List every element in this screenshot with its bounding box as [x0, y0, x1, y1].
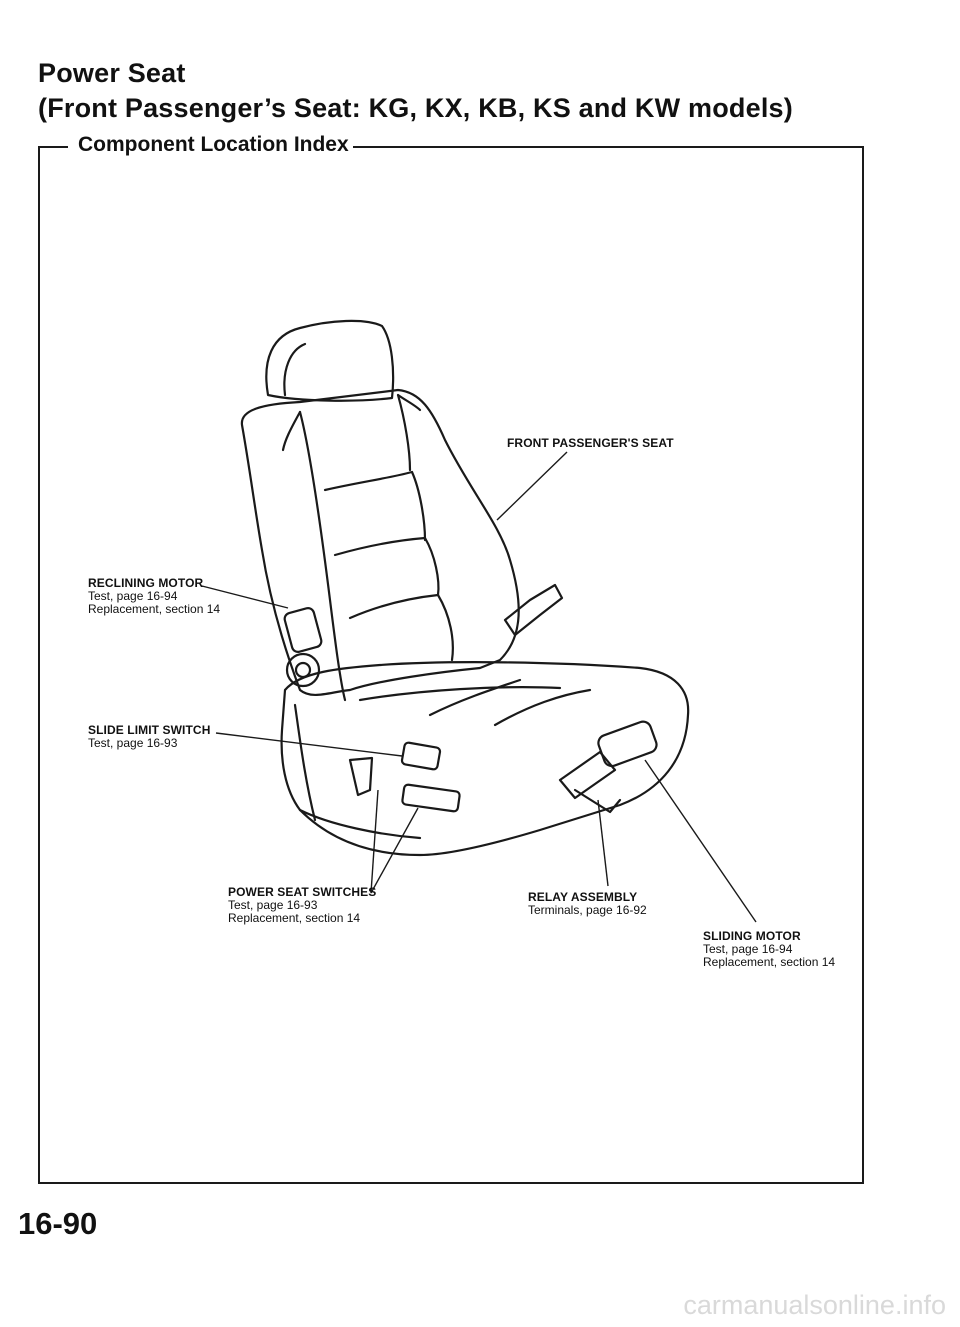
callout-sliding-motor: SLIDING MOTOR Test, page 16-94 Replaceme… — [703, 930, 835, 969]
power-seat-switches-heading: POWER SEAT SWITCHES — [228, 885, 377, 899]
page-title: Power Seat — [38, 58, 186, 88]
relay-assembly-heading: RELAY ASSEMBLY — [528, 890, 638, 904]
power-seat-switches-test: Test, page 16-93 — [228, 898, 318, 912]
sliding-motor-test: Test, page 16-94 — [703, 942, 793, 956]
seat-cushion — [280, 661, 690, 857]
reclining-motor-test: Test, page 16-94 — [88, 589, 178, 603]
callout-reclining-motor: RECLINING MOTOR Test, page 16-94 Replace… — [88, 577, 220, 616]
page-subtitle: (Front Passenger’s Seat: KG, KX, KB, KS … — [38, 93, 793, 123]
callout-relay-assembly: RELAY ASSEMBLY Terminals, page 16-92 — [528, 891, 647, 917]
slide-limit-switch-test: Test, page 16-93 — [88, 736, 178, 750]
seatbelt-buckle — [503, 583, 564, 637]
reclining-motor-heading: RECLINING MOTOR — [88, 576, 204, 590]
slide-limit-switch-heading: SLIDE LIMIT SWITCH — [88, 723, 211, 737]
seat-back — [240, 388, 520, 697]
sliding-motor-replacement: Replacement, section 14 — [703, 955, 836, 969]
page-number: 16-90 — [18, 1206, 98, 1241]
frame-top-left-rule — [38, 146, 68, 148]
watermark-text: carmanualsonline.info — [683, 1290, 946, 1320]
frame-top-right-rule — [348, 146, 864, 148]
diagram-frame — [38, 146, 864, 1184]
relay-assembly-terminals: Terminals, page 16-92 — [528, 903, 647, 917]
sliding-motor-heading: SLIDING MOTOR — [703, 929, 801, 943]
headrest — [265, 319, 395, 402]
callout-front-passenger-seat: FRONT PASSENGER'S SEAT — [507, 437, 674, 450]
section-heading: Component Location Index — [74, 133, 353, 157]
callout-power-seat-switches: POWER SEAT SWITCHES Test, page 16-93 Rep… — [228, 886, 376, 925]
callout-front-seat-heading: FRONT PASSENGER'S SEAT — [507, 436, 674, 450]
callout-slide-limit-switch: SLIDE LIMIT SWITCH Test, page 16-93 — [88, 724, 210, 750]
reclining-motor-replacement: Replacement, section 14 — [88, 602, 221, 616]
power-seat-switches-replacement: Replacement, section 14 — [228, 911, 361, 925]
